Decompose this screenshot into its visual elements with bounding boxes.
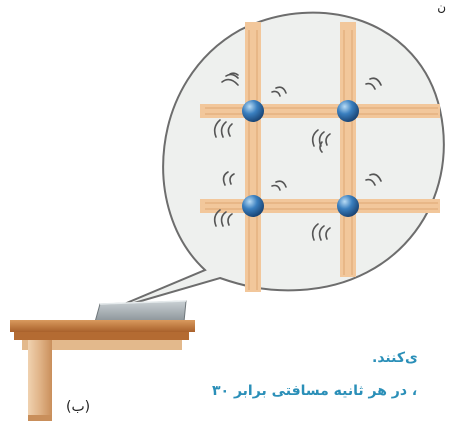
table-top: [10, 320, 195, 332]
caption-line-2: ، در هر ثانیه مسافتی برابر ۳۰: [212, 383, 418, 399]
magnifier-bubble: [109, 11, 445, 311]
lattice-bar-vertical-left: [245, 22, 261, 292]
table: [10, 320, 195, 421]
top-text-fragment: ن: [437, 0, 446, 14]
metal-block: [94, 300, 187, 323]
lattice-bar-vertical-right: [340, 22, 356, 277]
atoms: [242, 100, 359, 217]
lattice-bar-horizontal-top: [200, 104, 440, 118]
lattice-bar-horizontal-bottom: [200, 199, 440, 213]
vibration-marks: [213, 72, 382, 241]
atom-top-right: [337, 100, 359, 122]
caption-line-1: ی‌کنند.: [372, 350, 418, 366]
table-leg: [28, 340, 52, 420]
atom-bottom-right: [337, 195, 359, 217]
atom-bottom-left: [242, 195, 264, 217]
panel-label: (ب): [66, 399, 91, 415]
atom-top-left: [242, 100, 264, 122]
